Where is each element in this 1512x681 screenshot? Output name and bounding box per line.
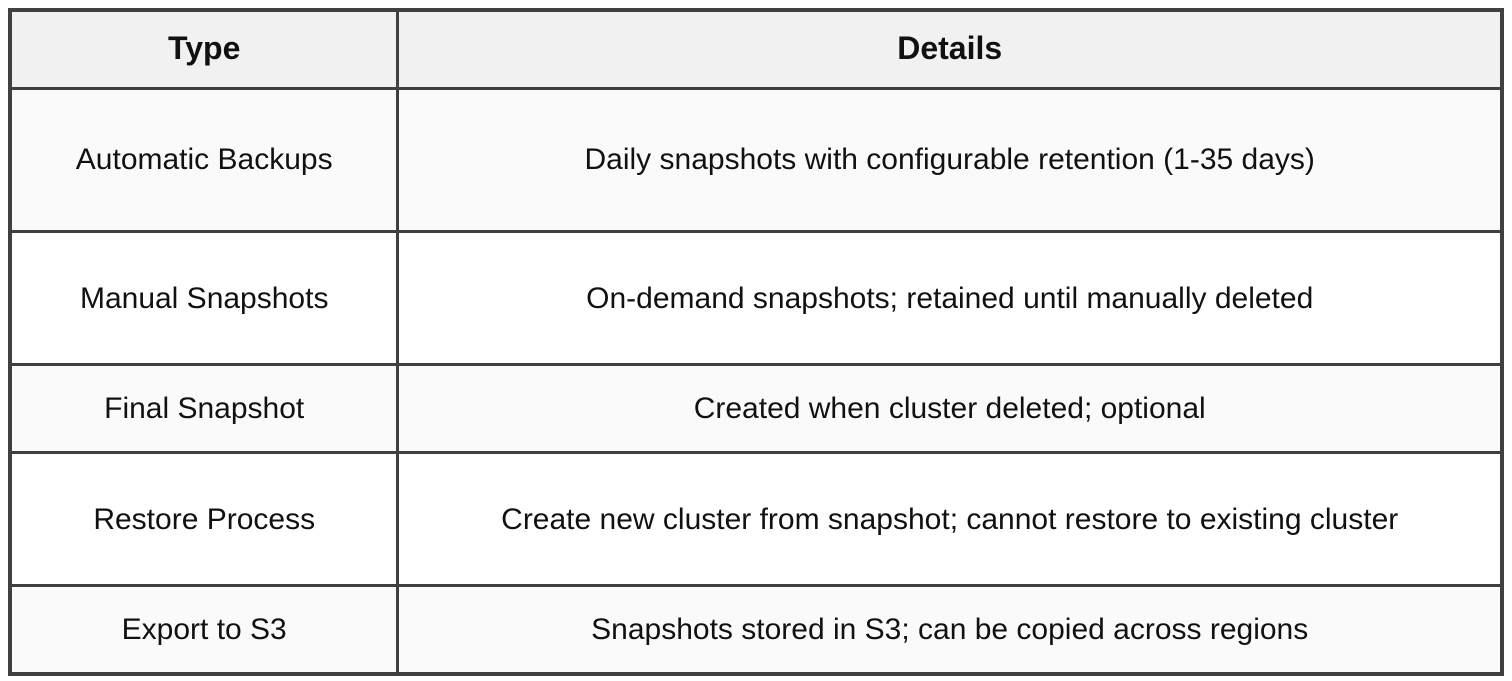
column-header-type: Type	[8, 8, 400, 90]
table-header-row: Type Details	[8, 8, 1504, 90]
backup-types-table: Type Details Automatic Backups Daily sna…	[8, 8, 1504, 676]
cell-type: Manual Snapshots	[8, 229, 400, 367]
cell-type: Export to S3	[8, 584, 400, 676]
cell-type: Automatic Backups	[8, 86, 400, 233]
cell-type: Final Snapshot	[8, 363, 400, 455]
table-row: Final Snapshot Created when cluster dele…	[8, 363, 1504, 455]
cell-details: Created when cluster deleted; optional	[396, 363, 1504, 455]
table-row: Export to S3 Snapshots stored in S3; can…	[8, 584, 1504, 676]
cell-type: Restore Process	[8, 451, 400, 588]
cell-details: Snapshots stored in S3; can be copied ac…	[396, 584, 1504, 676]
cell-details: On-demand snapshots; retained until manu…	[396, 229, 1504, 367]
cell-details: Daily snapshots with configurable retent…	[396, 86, 1504, 233]
column-header-details: Details	[396, 8, 1504, 90]
table-row: Automatic Backups Daily snapshots with c…	[8, 86, 1504, 233]
table-row: Restore Process Create new cluster from …	[8, 451, 1504, 588]
table-row: Manual Snapshots On-demand snapshots; re…	[8, 229, 1504, 367]
cell-details: Create new cluster from snapshot; cannot…	[396, 451, 1504, 588]
